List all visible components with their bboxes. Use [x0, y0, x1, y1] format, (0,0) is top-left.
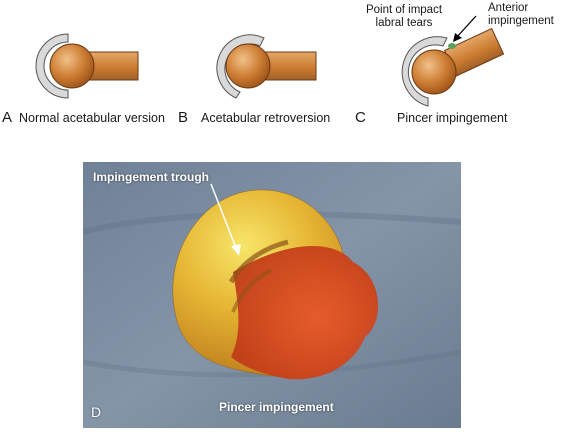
panel-letter-d: D	[91, 404, 102, 420]
panel-caption-b: Acetabular retroversion	[201, 111, 331, 125]
anterior-annotation-line1: Anterior	[488, 2, 529, 14]
acetabulum-shell-a	[35, 33, 69, 99]
diagram-normal-version	[35, 33, 139, 99]
anterior-arrow	[455, 15, 477, 39]
panel-caption-a: Normal acetabular version	[19, 111, 165, 125]
impact-annotation-line2: labral tears	[375, 17, 433, 29]
panel-letter-b: B	[178, 109, 189, 126]
femoral-head-c	[411, 49, 457, 95]
impingement-trough-groove	[228, 239, 289, 284]
trough-arrowhead	[231, 244, 241, 256]
anterior-arrowhead	[453, 33, 462, 42]
panel-caption-c: Pincer impingement	[397, 111, 508, 125]
impact-point	[448, 43, 456, 49]
impact-annotation: Point of impact labral tears	[358, 4, 450, 30]
anterior-annotation-line2: impingement	[488, 15, 554, 27]
acetabulum-shell-c	[401, 36, 448, 107]
panel-letter-c: C	[355, 109, 366, 126]
specimen-soft-tissue	[231, 245, 379, 380]
femoral-neck-b	[265, 51, 317, 81]
photo-caption: Pincer impingement	[219, 400, 334, 414]
hip-diagrams	[35, 15, 505, 107]
specimen-photo: Impingement trough D Pincer impingement	[83, 162, 461, 428]
cloth-fold-2	[83, 349, 461, 378]
trough-arrow	[210, 183, 237, 249]
diagram-pincer-impingement	[401, 15, 505, 107]
panel-letter-a: A	[2, 109, 13, 126]
femoral-head-b	[225, 43, 271, 89]
diagram-retroversion	[216, 34, 317, 99]
femoral-neck-a	[87, 51, 139, 81]
specimen-photo-image	[83, 162, 461, 428]
impingement-trough-groove-lower	[231, 268, 272, 313]
trough-label: Impingement trough	[93, 170, 209, 184]
femoral-head-a	[49, 43, 95, 89]
impact-annotation-line1: Point of impact	[365, 4, 443, 16]
anterior-annotation: Anterior impingement	[488, 2, 560, 28]
